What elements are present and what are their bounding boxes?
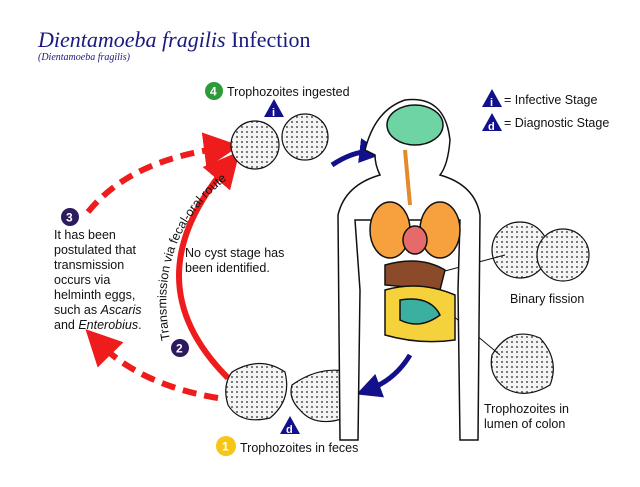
- title: Dientamoeba fragilis Infection: [37, 27, 311, 52]
- svg-text:It has been: It has been: [54, 228, 116, 242]
- lumen-label-line1: Trophozoites in: [484, 402, 569, 416]
- step-3-text: It has been postulated that transmission…: [54, 228, 142, 332]
- subtitle: (Dientamoeba fragilis): [38, 52, 131, 63]
- svg-text:and Enterobius.: and Enterobius.: [54, 318, 142, 332]
- lumen-label-line2: lumen of colon: [484, 417, 565, 431]
- legend: i = Infective Stage d = Diagnostic Stage: [482, 89, 609, 133]
- step-1-label: Trophozoites in feces: [240, 441, 358, 455]
- svg-text:transmission: transmission: [54, 258, 124, 272]
- binary-fission-label: Binary fission: [510, 292, 584, 306]
- svg-text:= Infective Stage: = Infective Stage: [504, 93, 598, 107]
- helminth-dashed-arrow-down: [85, 329, 219, 401]
- svg-text:d: d: [488, 121, 495, 133]
- trophozoite-feces-cells: [225, 362, 355, 423]
- step-4-marker: 4: [205, 82, 223, 100]
- infective-stage-icon: i: [264, 99, 284, 119]
- svg-text:helminth eggs,: helminth eggs,: [54, 288, 135, 302]
- no-cyst-note-line1: No cyst stage has: [185, 246, 284, 260]
- human-figure: [337, 98, 481, 441]
- step-1-marker: 1: [216, 436, 236, 456]
- svg-text:2: 2: [176, 342, 183, 356]
- step-3-marker: 3: [61, 208, 79, 226]
- legend-infective-icon: [482, 89, 502, 107]
- svg-text:= Diagnostic Stage: = Diagnostic Stage: [504, 116, 609, 130]
- helminth-dashed-arrow-up: [85, 132, 240, 214]
- svg-text:postulated that: postulated that: [54, 243, 137, 257]
- svg-text:3: 3: [66, 211, 73, 225]
- trophozoite-ingested-cells: [230, 113, 329, 170]
- ingestion-arrow: [330, 138, 385, 168]
- step-2-marker: 2: [171, 339, 189, 357]
- binary-fission-cell: [491, 221, 590, 282]
- svg-text:i: i: [490, 97, 493, 109]
- svg-text:i: i: [272, 107, 275, 119]
- excretion-arrow: [356, 353, 413, 398]
- legend-diagnostic-icon: [482, 113, 502, 131]
- step-4-label: Trophozoites ingested: [227, 85, 350, 99]
- svg-text:1: 1: [222, 440, 229, 454]
- svg-text:4: 4: [210, 85, 217, 99]
- no-cyst-note-line2: been identified.: [185, 261, 270, 275]
- diagnostic-stage-icon: d: [280, 416, 300, 436]
- svg-text:d: d: [286, 424, 293, 436]
- lumen-trophozoite-cell: [490, 333, 554, 394]
- svg-text:occurs via: occurs via: [54, 273, 110, 287]
- svg-text:such as Ascaris: such as Ascaris: [54, 303, 142, 317]
- transmission-arrow: [176, 151, 240, 381]
